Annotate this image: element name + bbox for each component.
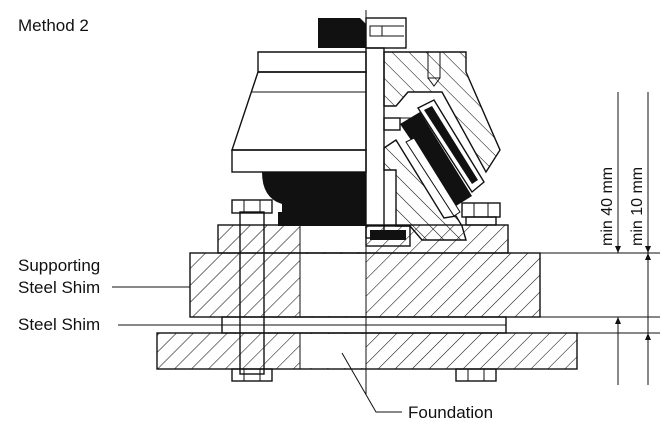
label-steel-shim-supporting: Steel Shim bbox=[18, 278, 100, 297]
label-steel-shim: Steel Shim bbox=[18, 315, 100, 334]
dimension-min-40mm: min 40 mm bbox=[599, 167, 616, 246]
label-supporting: Supporting bbox=[18, 256, 100, 275]
mount-base-plate bbox=[217, 224, 509, 254]
hold-down-bolt bbox=[231, 199, 273, 382]
upper-housing-section bbox=[383, 51, 501, 174]
label-foundation: Foundation bbox=[408, 403, 493, 422]
top-cap bbox=[318, 17, 407, 49]
upper-housing-exterior bbox=[231, 51, 367, 173]
foundation-layer bbox=[156, 332, 578, 370]
right-bolt-head bbox=[455, 368, 497, 382]
section-rubber-layers bbox=[400, 99, 485, 217]
lower-housing-section bbox=[383, 139, 467, 241]
diagram-title: Method 2 bbox=[18, 16, 89, 35]
rubber-element bbox=[262, 172, 366, 226]
right-base-nut bbox=[461, 202, 501, 226]
dimension-lines bbox=[506, 92, 660, 385]
leader-foundation bbox=[341, 352, 402, 413]
dimension-min-10mm: min 10 mm bbox=[629, 167, 646, 246]
supporting-steel-shim-layer bbox=[189, 252, 541, 318]
